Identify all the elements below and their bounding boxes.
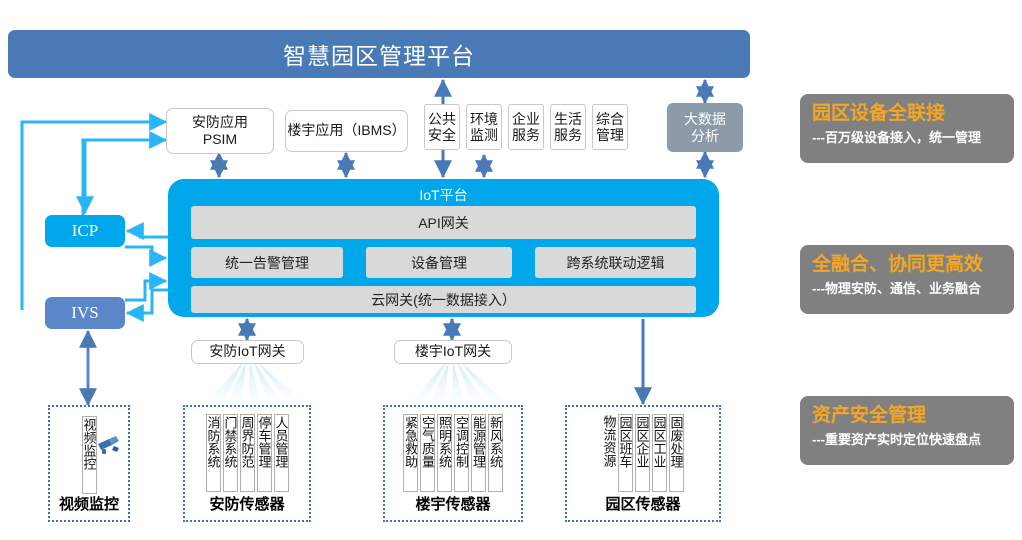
iot-cross-system-linkage[interactable]: 跨系统联动逻辑 — [535, 247, 696, 278]
chip-life-line1: 生活 — [554, 110, 582, 127]
sensor-item-fresh-air[interactable]: 新风系统 — [488, 414, 503, 492]
sensor-item-hvac-control[interactable]: 空调控制 — [454, 414, 469, 492]
callout-sub-1: ---百万级设备接入，统一管理 — [812, 129, 981, 145]
callout-card-asset-security: 资产安全管理 ---重要资产实时定位快速盘点 — [800, 396, 1014, 465]
sensor-item-fire-system[interactable]: 消防系统 — [205, 414, 221, 492]
callout-sub-2: ---物理安防、通信、业务融合 — [812, 280, 981, 296]
sensor-item-park-enterprise[interactable]: 园区企业 — [634, 414, 650, 492]
callout-title-2: 全融合、协同更高效 — [812, 254, 984, 275]
sensor-item-solid-waste[interactable]: 固废处理 — [668, 414, 684, 492]
sensor-item-access-control[interactable]: 门禁系统 — [222, 414, 238, 492]
app-psim-line2: PSIM — [202, 131, 238, 147]
chip-enterprise-line2: 服务 — [512, 127, 540, 143]
sensor-item-perimeter-protection[interactable]: 周界防范 — [239, 414, 255, 492]
page-title: 智慧园区管理平台 — [8, 30, 750, 78]
group-security-sensors-label: 安防传感器 — [209, 496, 285, 513]
callout-card-device-connection: 园区设备全联接 ---百万级设备接入，统一管理 — [800, 94, 1014, 163]
chip-environment-line1: 环境 — [470, 110, 498, 127]
group-security-sensors: 人员管理 停车管理 周界防范 门禁系统 消防系统 安防传感器 — [183, 405, 311, 522]
iot-cloud-gateway[interactable]: 云网关(统一数据接入） — [191, 286, 696, 313]
chip-environment-monitoring[interactable]: 环境 监测 — [466, 104, 502, 150]
big-data-line1: 大数据 — [684, 110, 726, 127]
chip-public-safety[interactable]: 公共 安全 — [424, 104, 460, 150]
sensor-item-park-industry[interactable]: 园区工业 — [651, 414, 667, 492]
app-ibms-label: 楼宇应用（IBMS） — [287, 122, 406, 139]
iot-unified-alarm[interactable]: 统一告警管理 — [191, 247, 343, 278]
chip-public-safety-line1: 公共 — [428, 110, 456, 127]
sensor-item-personnel-management[interactable]: 人员管理 — [273, 414, 289, 492]
node-ivs-label: IVS — [71, 303, 99, 322]
big-data-line2: 分析 — [691, 127, 719, 144]
node-ivs[interactable]: IVS — [45, 297, 125, 329]
big-data-analysis[interactable]: 大数据 分析 — [667, 103, 743, 152]
group-building-sensors-label: 楼宇传感器 — [415, 496, 491, 513]
callout-sub-3: ---重要资产实时定位快速盘点 — [812, 431, 981, 447]
callout-card-full-convergence: 全融合、协同更高效 ---物理安防、通信、业务融合 — [800, 245, 1014, 314]
chip-integrated-line2: 管理 — [596, 127, 624, 143]
gateway-security-iot[interactable]: 安防IoT网关 — [191, 340, 304, 364]
camera-icon — [98, 436, 119, 454]
group-building-sensors: 新风系统 能源管理 空调控制 照明系统 空气质量 紧急救助 楼宇传感器 — [383, 405, 523, 522]
node-icp[interactable]: ICP — [45, 215, 125, 247]
sensor-item-emergency-rescue[interactable]: 紧急救助 — [403, 414, 418, 492]
iot-platform-title: IoT平台 — [419, 187, 468, 203]
callout-title-1: 园区设备全联接 — [812, 103, 946, 124]
sensor-item-lighting-system[interactable]: 照明系统 — [437, 414, 452, 492]
group-park-sensors: 固废处理 园区工业 园区企业 园区班车 物流资源 园区传感器 — [565, 405, 721, 522]
iot-api-gateway[interactable]: API网关 — [191, 206, 696, 239]
app-psim[interactable]: 安防应用 PSIM — [166, 108, 274, 154]
callout-title-3: 资产安全管理 — [812, 405, 927, 426]
chip-life-service[interactable]: 生活 服务 — [550, 104, 586, 150]
gateway-security-label: 安防IoT网关 — [209, 343, 286, 360]
sensor-item-parking-management[interactable]: 停车管理 — [256, 414, 272, 492]
chip-environment-line2: 监测 — [470, 127, 498, 143]
iot-platform: IoT平台 API网关 统一告警管理 设备管理 跨系统联动逻辑 云网关(统一数据… — [168, 179, 719, 317]
platform-title-text: 智慧园区管理平台 — [283, 43, 475, 69]
sensor-item-video[interactable]: 视频监控 — [81, 416, 97, 494]
node-icp-label: ICP — [71, 221, 99, 240]
sensor-item-energy-management[interactable]: 能源管理 — [471, 414, 486, 492]
iot-device-management[interactable]: 设备管理 — [366, 247, 512, 278]
group-video-surveillance-label: 视频监控 — [58, 496, 119, 513]
gateway-building-label: 楼宇IoT网关 — [414, 343, 492, 360]
chip-enterprise-service[interactable]: 企业 服务 — [508, 104, 544, 150]
chip-enterprise-line1: 企业 — [512, 110, 540, 127]
chip-integrated-management[interactable]: 综合 管理 — [592, 104, 628, 150]
gateway-building-iot[interactable]: 楼宇IoT网关 — [394, 340, 512, 364]
app-ibms[interactable]: 楼宇应用（IBMS） — [285, 110, 408, 152]
group-park-sensors-label: 园区传感器 — [605, 496, 681, 513]
group-video-surveillance: 视频监控 视频监控 — [48, 405, 130, 522]
chip-integrated-line1: 综合 — [596, 110, 624, 127]
chip-public-safety-line2: 安全 — [428, 127, 456, 143]
sensor-item-park-shuttle[interactable]: 园区班车 — [617, 414, 633, 492]
app-psim-line1: 安防应用 — [192, 113, 248, 130]
sensor-item-logistics-resources[interactable]: 物流资源 — [602, 414, 617, 490]
sensor-item-air-quality[interactable]: 空气质量 — [420, 414, 435, 492]
chip-life-line2: 服务 — [554, 127, 582, 143]
